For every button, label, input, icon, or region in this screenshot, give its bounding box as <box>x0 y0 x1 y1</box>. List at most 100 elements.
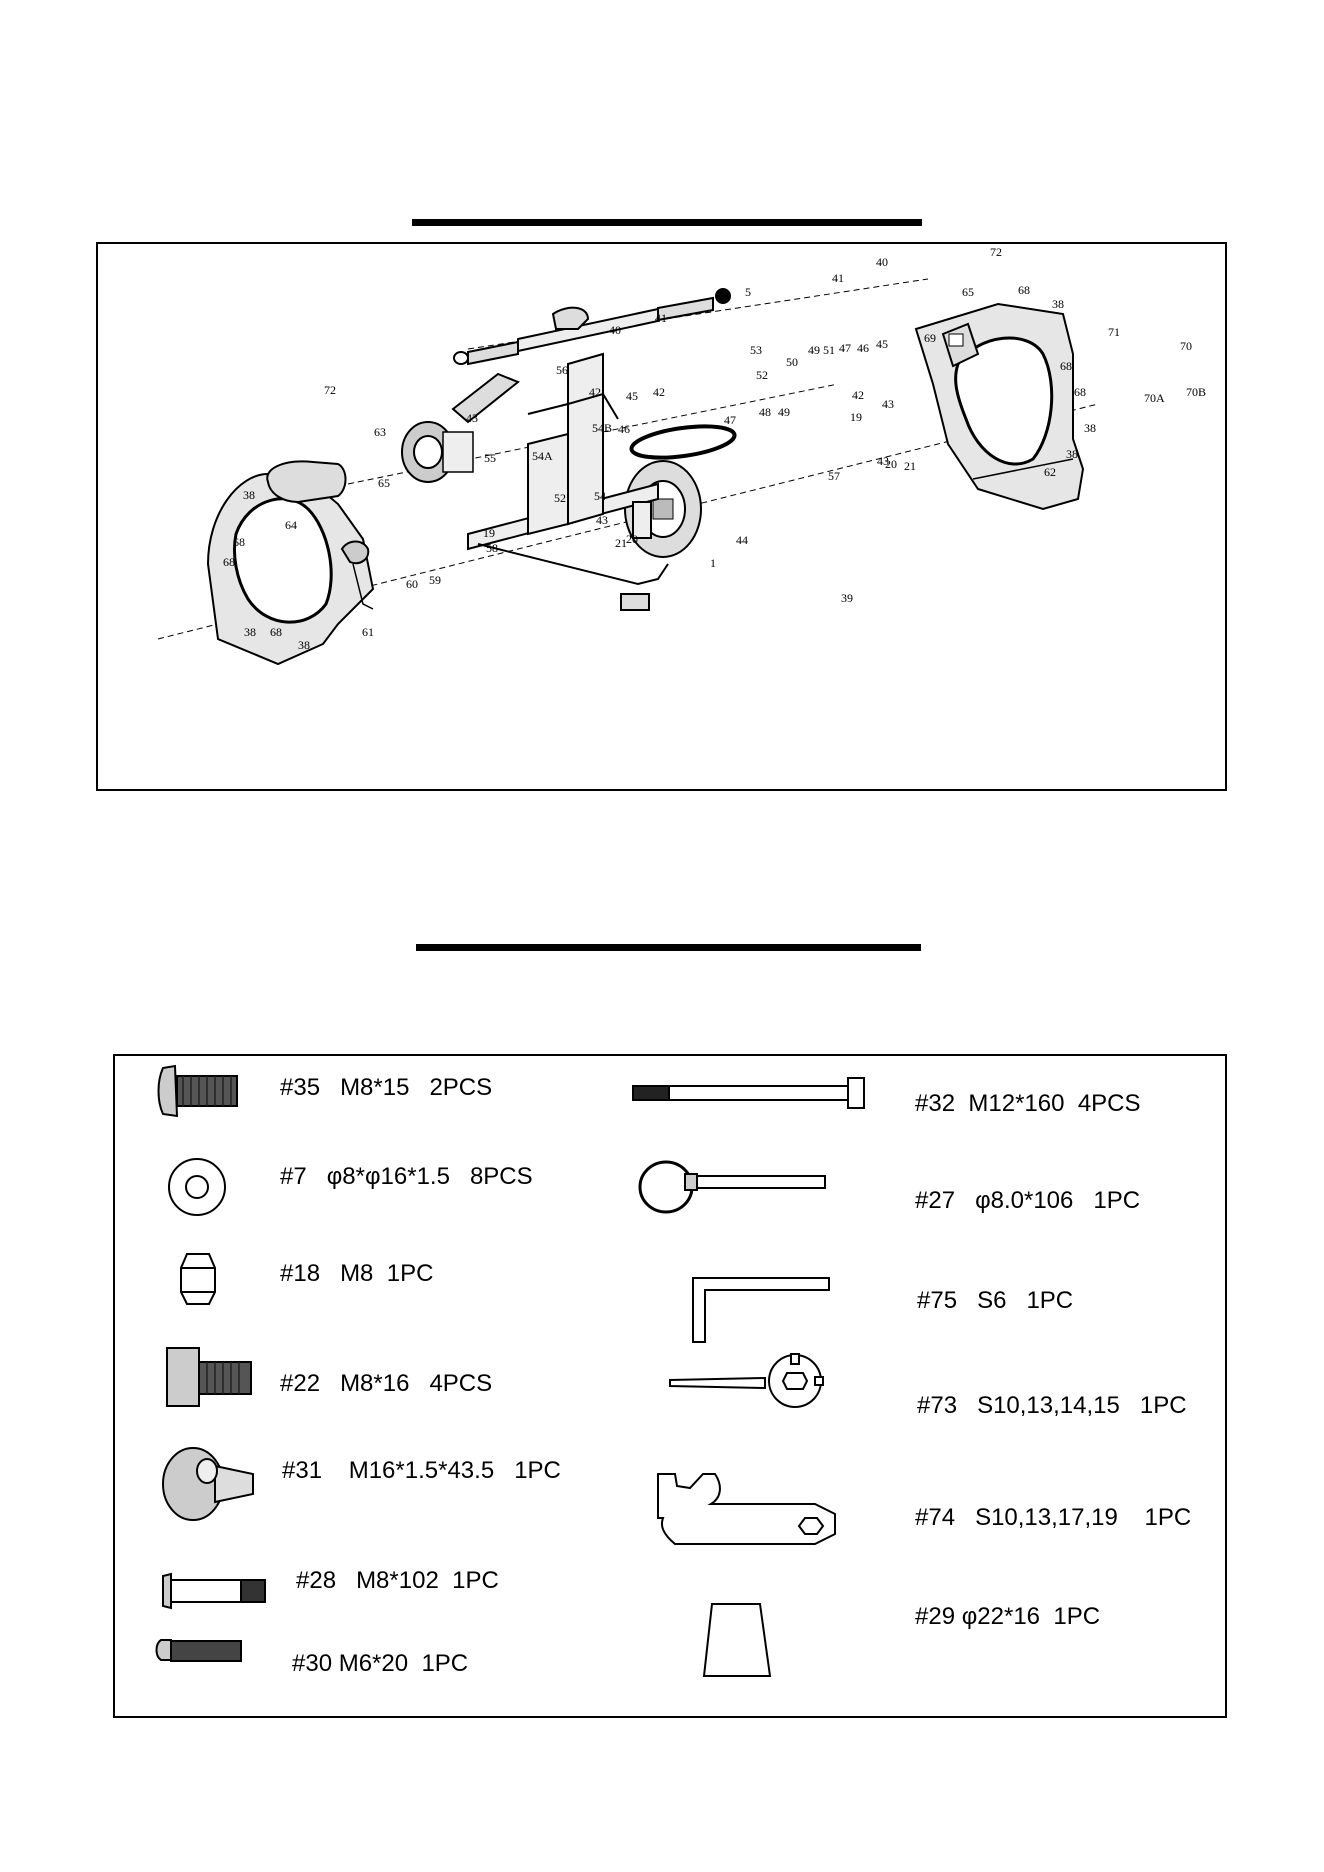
part-label: 44 <box>736 533 748 547</box>
nut-icon <box>180 1253 216 1305</box>
part-label: 19 <box>483 526 495 540</box>
foot-cap-39-part <box>620 593 650 611</box>
part-label: 68 <box>223 555 235 569</box>
part-label: 43 <box>596 513 608 527</box>
left-shroud-part <box>206 472 375 666</box>
part-label: 59 <box>429 573 441 587</box>
part-label: 70B <box>1186 385 1206 399</box>
end-cap-icon <box>702 1603 772 1677</box>
part-label: 38 <box>298 638 310 652</box>
part-label: 43 <box>882 397 894 411</box>
flywheel-55-part <box>401 421 474 483</box>
hardware-label-30: #30 M6*20 1PC <box>292 1650 469 1677</box>
part-label: 53 <box>750 343 762 357</box>
part-label: 42 <box>653 385 665 399</box>
pull-pin-icon <box>638 1160 826 1214</box>
hardware-label-32: #32 M12*160 4PCS <box>915 1090 1141 1117</box>
part-label: 43 <box>877 454 889 468</box>
long-hex-bolt-icon <box>632 1077 865 1109</box>
title-rule-bottom <box>416 944 921 951</box>
handlebar-tube-part <box>453 288 731 366</box>
main-frame-part <box>467 352 669 586</box>
part-label: 49 <box>808 343 820 357</box>
console-70-part <box>941 322 980 368</box>
part-label: 19 <box>850 410 862 424</box>
part-label: 60 <box>406 577 418 591</box>
part-label: 70A <box>1144 391 1165 405</box>
part-label: 39 <box>841 591 853 605</box>
part-label: 47 <box>724 413 736 427</box>
part-label: 68 <box>270 625 282 639</box>
part-label: 72 <box>990 245 1002 259</box>
hardware-label-7: #7 φ8*φ16*1.5 8PCS <box>280 1163 533 1190</box>
part-label: 68 <box>1074 385 1086 399</box>
tension-knob-58-part <box>340 540 370 565</box>
part-label: 65 <box>378 476 390 490</box>
part-label: 62 <box>1044 465 1056 479</box>
part-label: 45 <box>626 389 638 403</box>
hardware-label-22: #22 M8*16 4PCS <box>280 1370 493 1397</box>
part-label: 50 <box>786 355 798 369</box>
hardware-label-31: #31 M16*1.5*43.5 1PC <box>282 1457 561 1484</box>
part-label: 52 <box>756 368 768 382</box>
part-label: 58 <box>486 541 498 555</box>
part-label: 42 <box>852 388 864 402</box>
hardware-label-73: #73 S10,13,14,15 1PC <box>917 1392 1187 1419</box>
part-label: 54B <box>592 421 612 435</box>
part-label: 38 <box>243 488 255 502</box>
drive-belt-part <box>629 424 737 460</box>
part-label: 55 <box>484 451 496 465</box>
round-head-bolt-icon <box>157 1064 238 1118</box>
part-label: 47 <box>839 341 851 355</box>
hex-bolt-icon <box>166 1347 252 1407</box>
part-label: 20 <box>885 457 897 471</box>
part-label: 43 <box>466 411 478 425</box>
part-label: 65 <box>962 285 974 299</box>
part-label: 48 <box>759 405 771 419</box>
part-label: 38 <box>1052 297 1064 311</box>
part-label: 1 <box>710 556 716 570</box>
part-label: 56 <box>556 363 568 377</box>
part-label: 38 <box>1084 421 1096 435</box>
multi-tool-icon <box>669 1353 824 1408</box>
part-label: 57 <box>828 469 840 483</box>
crank-arm-part <box>451 372 520 424</box>
hardware-icons-svg <box>155 1064 865 1677</box>
screw-icon <box>155 1639 242 1662</box>
part-label: 51 <box>823 343 835 357</box>
washer-icon <box>168 1158 226 1216</box>
hardware-label-35: #35 M8*15 2PCS <box>280 1074 493 1101</box>
hardware-pack-frame <box>113 1054 1227 1718</box>
assembly-axis-top <box>467 278 929 350</box>
allen-key-icon <box>692 1277 830 1343</box>
part-label: 68 <box>1060 359 1072 373</box>
hardware-label-75: #75 S6 1PC <box>917 1287 1074 1314</box>
part-label: 61 <box>362 625 374 639</box>
tension-cable-part <box>352 563 374 610</box>
part-label: 41 <box>832 271 844 285</box>
hardware-label-29: #29 φ22*16 1PC <box>915 1603 1101 1630</box>
part-label: 21 <box>615 536 627 550</box>
hardware-label-28: #28 M8*102 1PC <box>296 1567 499 1594</box>
bracket-53-part <box>551 306 590 330</box>
part-label: 41 <box>655 311 667 325</box>
hardware-label-74: #74 S10,13,17,19 1PC <box>915 1504 1192 1531</box>
part-label: 46 <box>618 422 630 436</box>
part-label: 54 <box>594 489 606 503</box>
part-label: 46 <box>857 341 869 355</box>
part-label: 40 <box>609 323 621 337</box>
part-label: 38 <box>244 625 256 639</box>
part-label: 45 <box>876 337 888 351</box>
part-label: 63 <box>374 425 386 439</box>
spanner-icon <box>657 1473 836 1545</box>
part-label: 68 <box>233 535 245 549</box>
knob-icon <box>162 1447 254 1521</box>
part-label: 21 <box>904 459 916 473</box>
part-label: 72 <box>324 383 336 397</box>
part-label: 54A <box>532 449 553 463</box>
part-label: 52 <box>554 491 566 505</box>
part-label: 64 <box>285 518 297 532</box>
